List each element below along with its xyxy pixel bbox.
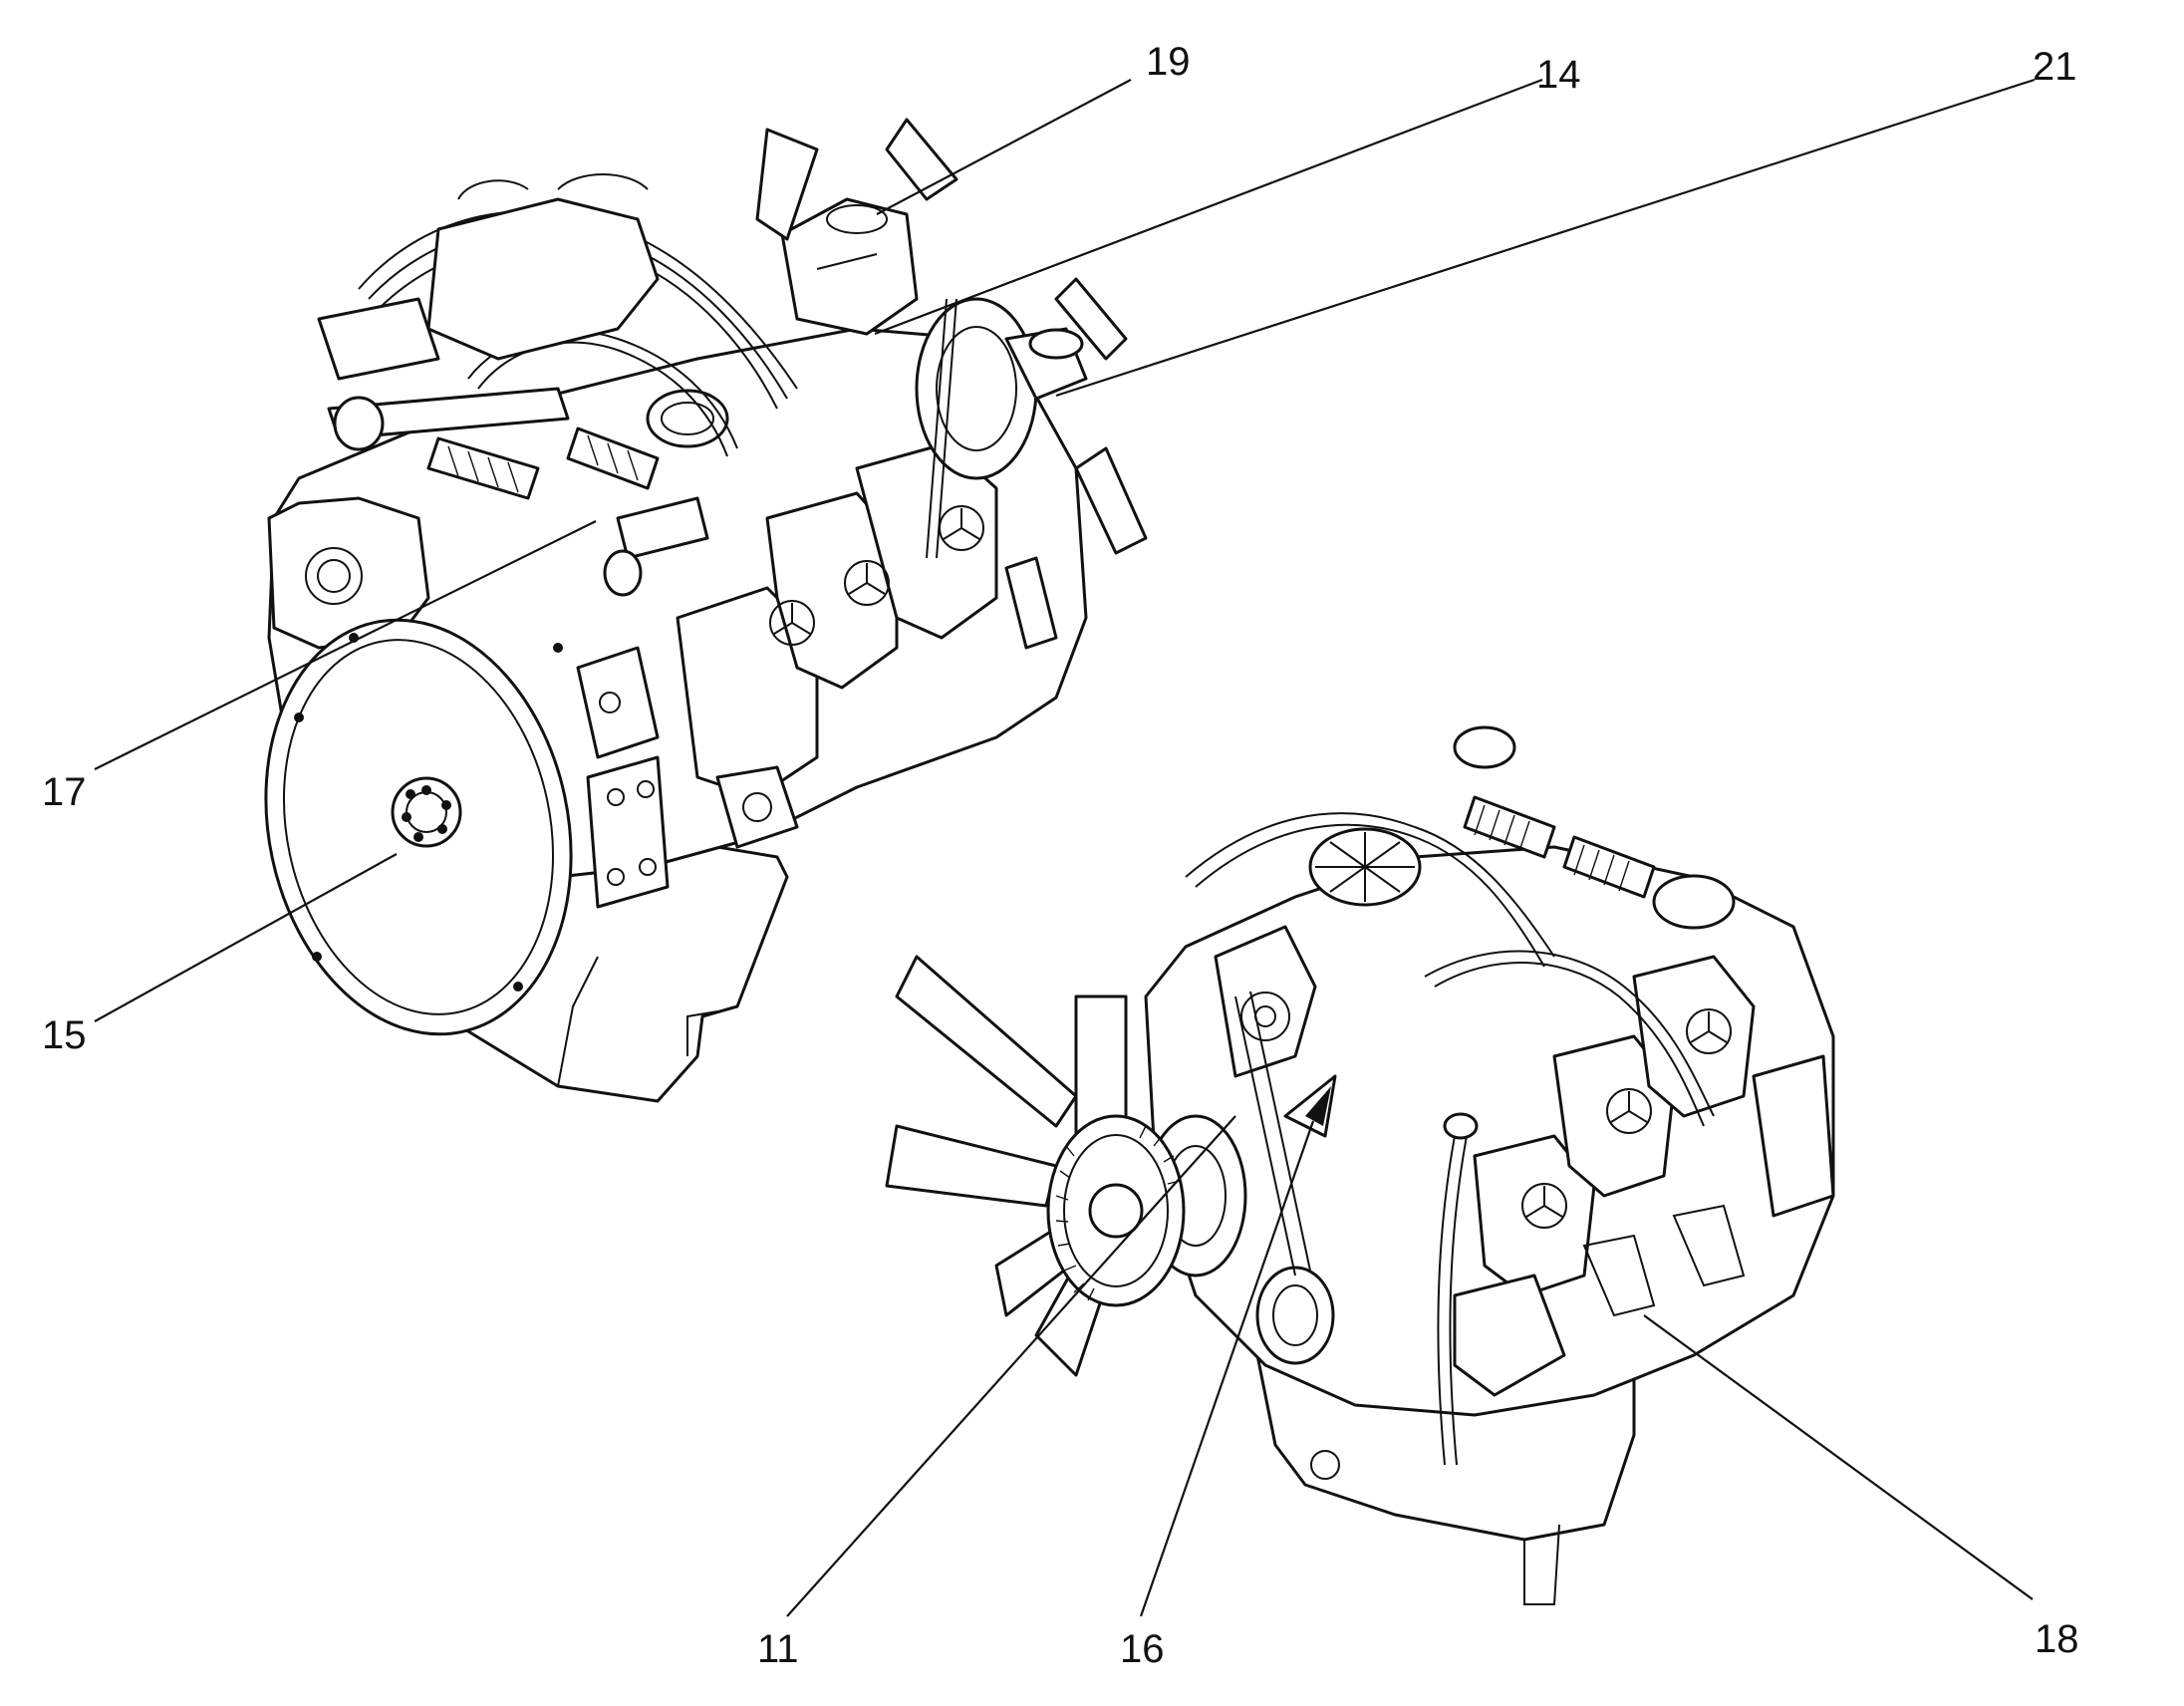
leader-14 [874, 78, 1543, 336]
leader-19 [876, 79, 1132, 215]
alternator [780, 197, 919, 336]
leader-18 [1643, 1314, 2034, 1600]
leader-11 [786, 1115, 1236, 1617]
callout-11: 11 [757, 1627, 799, 1671]
engine-rear-view [264, 118, 1148, 1103]
leader-lines [94, 78, 2036, 1617]
callout-labels: 19 14 21 17 15 11 16 18 [42, 40, 2079, 1671]
callout-16: 16 [1120, 1627, 1165, 1671]
leader-15 [94, 853, 398, 1022]
leader-21 [1055, 78, 2036, 398]
callout-19: 19 [1146, 40, 1191, 84]
leader-16 [1139, 1120, 1315, 1617]
callout-15: 15 [42, 1013, 87, 1057]
callout-18: 18 [2035, 1617, 2079, 1661]
callout-21: 21 [2033, 45, 2077, 89]
leader-17 [94, 520, 597, 770]
engine-front-view [885, 725, 1835, 1605]
callout-14: 14 [1536, 53, 1581, 97]
cooling-fan [885, 955, 1186, 1377]
callout-17: 17 [42, 770, 87, 814]
